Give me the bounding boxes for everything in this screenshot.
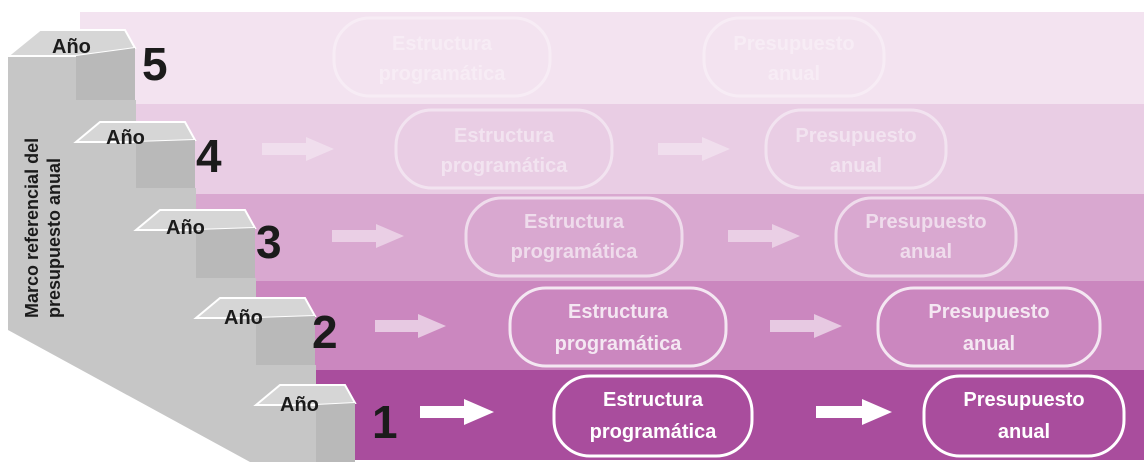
structure-box-2: Estructura programática [508,286,728,368]
arrow-to-structure-4 [262,137,334,161]
year-label-5: Año [52,36,91,58]
arrow-to-structure-3 [332,224,404,248]
structure-box-3-line2: programática [511,241,639,263]
year-label-1: Año [280,394,319,416]
structure-box-3-line1: Estructura [524,211,625,233]
step-number-3: 3 [256,216,282,268]
budget-box-5-shape [702,16,886,98]
budget-box-1: Presupuesto anual [922,374,1126,458]
budget-box-5-line2: anual [768,63,820,85]
step-number-5: 5 [142,38,168,90]
stair-riser-5 [76,48,135,100]
structure-box-5-shape [332,16,552,98]
side-label-line2: presupuesto anual [44,158,64,318]
band-year-5 [80,12,1144,104]
structure-box-2-line1: Estructura [568,301,669,323]
stair-tread-3 [133,209,257,231]
stair-riser-2 [256,316,315,365]
stair-side-wall [8,56,316,462]
arrow-to-budget-3 [728,224,800,248]
budget-box-2-line2: anual [963,333,1015,355]
arrows [262,137,892,425]
side-label-line1: Marco referencial del [22,138,42,318]
structure-box-1-line2: programática [590,421,718,443]
side-label: Marco referencial del presupuesto anual [22,138,64,318]
year-label-2: Año [224,307,263,329]
structure-box-1: Estructura programática [552,374,754,458]
structure-box-2-line2: programática [555,333,683,355]
budget-box-4-line1: Presupuesto [795,125,916,147]
budget-box-4-line2: anual [830,155,882,177]
arrow-to-budget-4 [658,137,730,161]
step-number-1: 1 [372,396,398,448]
step-numbers: 5 4 3 2 1 [142,38,398,448]
process-boxes: Estructura programática Presupuesto anua… [332,16,1126,458]
structure-box-3: Estructura programática [464,196,684,278]
budget-box-4: Presupuesto anual [764,108,948,190]
budget-box-3-line2: anual [900,241,952,263]
arrow-to-structure-2 [375,314,446,338]
budget-box-2-line1: Presupuesto [928,301,1049,323]
stair-tread-5 [5,29,137,57]
structure-box-3-shape [464,196,684,278]
budget-box-3-line1: Presupuesto [865,211,986,233]
structure-box-4: Estructura programática [394,108,614,190]
budget-box-1-shape [922,374,1126,458]
structure-box-1-shape [552,374,754,458]
structure-box-4-shape [394,108,614,190]
structure-box-5-line2: programática [379,63,507,85]
step-number-4: 4 [196,130,222,182]
staircase [5,29,357,462]
arrow-to-structure-1 [420,399,494,425]
budget-box-5-line1: Presupuesto [733,33,854,55]
budget-box-1-line2: anual [998,421,1050,443]
budget-box-3-shape [834,196,1018,278]
budget-box-2: Presupuesto anual [876,286,1102,368]
stair-tread-1 [253,384,357,406]
stair-tread-2 [193,297,317,319]
budget-box-2-shape [876,286,1102,368]
arrow-to-budget-1 [816,399,892,425]
year-label-3: Año [166,217,205,239]
structure-box-1-line1: Estructura [603,389,704,411]
stair-riser-4 [136,140,195,188]
stair-tread-4 [73,121,197,143]
stair-riser-3 [196,228,255,278]
budget-box-5: Presupuesto anual [702,16,886,98]
structure-box-4-line2: programática [441,155,569,177]
step-number-2: 2 [312,306,338,358]
structure-box-5-line1: Estructura [392,33,493,55]
stair-riser-1 [316,403,355,462]
year-label-4: Año [106,127,145,149]
structure-box-4-line1: Estructura [454,125,555,147]
year-labels: Año Año Año Año Año [52,36,319,416]
band-year-4 [110,104,1144,194]
structure-box-5: Estructura programática [332,16,552,98]
budget-box-4-shape [764,108,948,190]
budget-box-3: Presupuesto anual [834,196,1018,278]
structure-box-2-shape [508,286,728,368]
budget-box-1-line1: Presupuesto [963,389,1084,411]
arrow-to-budget-2 [770,314,842,338]
